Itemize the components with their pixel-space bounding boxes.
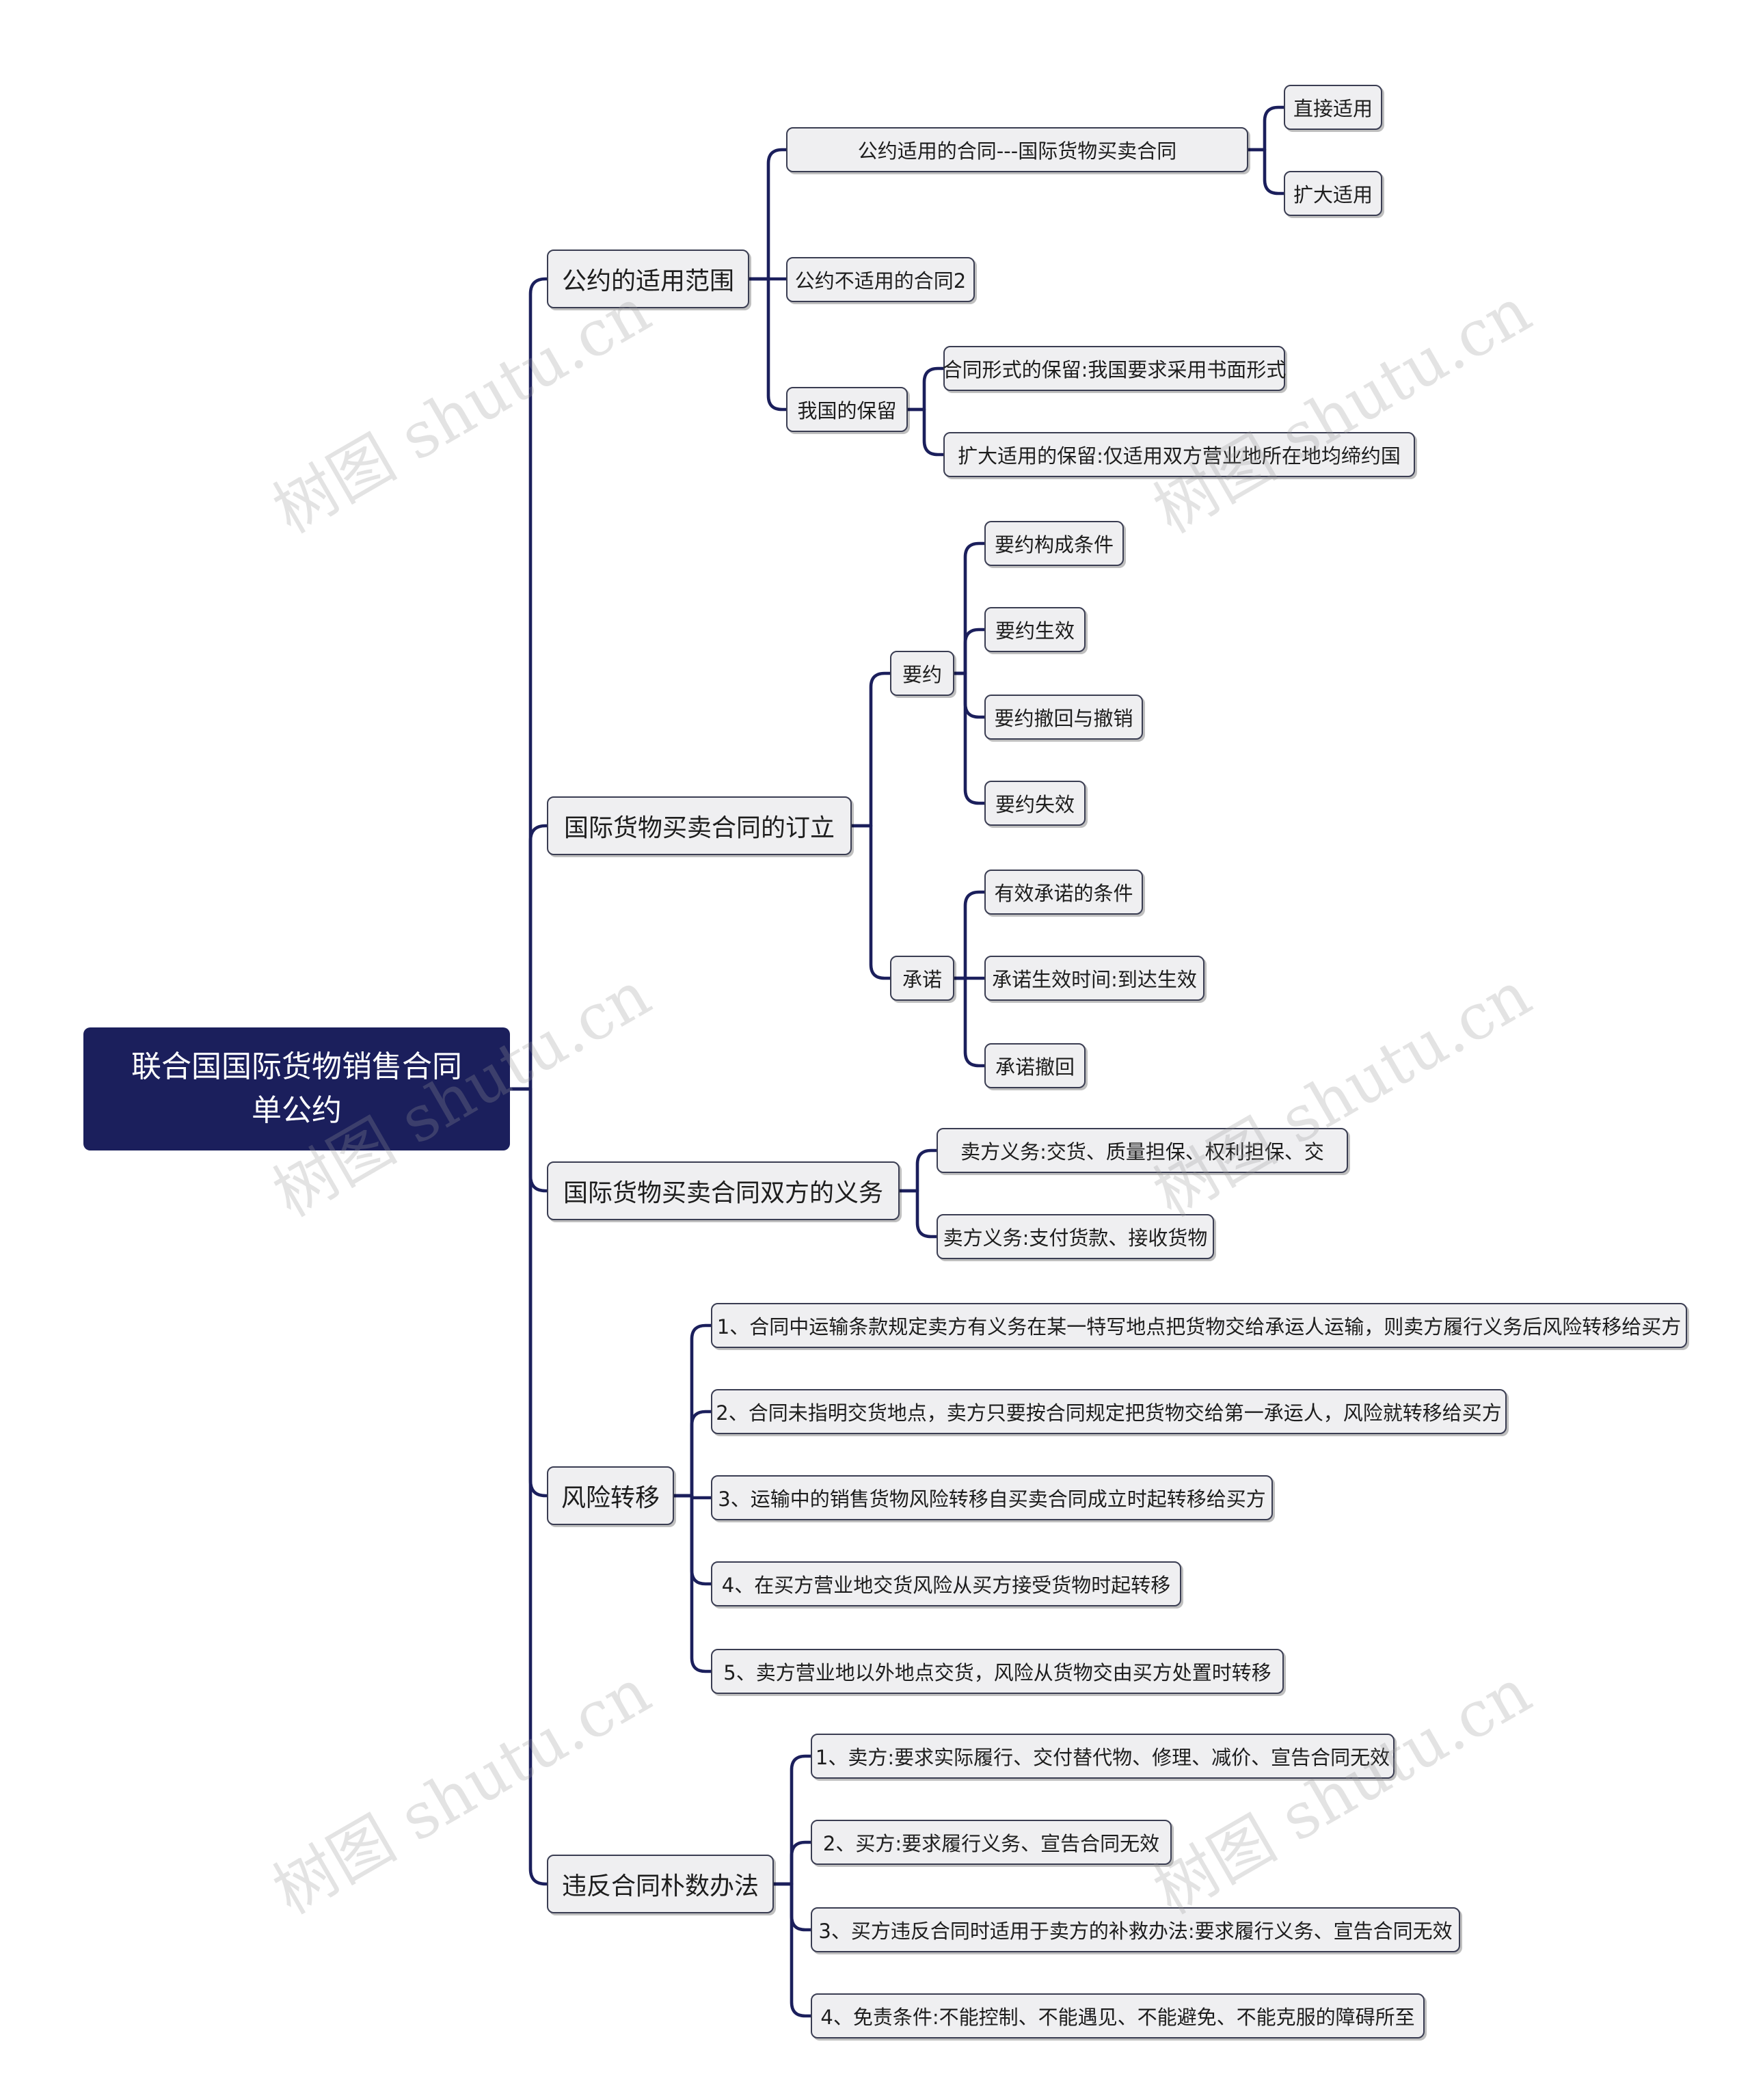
node-extended-apply[interactable]: 扩大适用 <box>1284 171 1382 216</box>
branch-remedies[interactable]: 违反合同朴数办法 <box>547 1855 774 1913</box>
connector-line <box>508 1087 549 1886</box>
node-remedy-3[interactable]: 3、买方违反合同时适用于卖方的补救办法:要求履行义务、宣告合同无效 <box>811 1907 1460 1952</box>
root-title-line-2: 单公约 <box>252 1093 342 1128</box>
node-label: 有效承诺的条件 <box>994 882 1133 905</box>
node-offer-lapse[interactable]: 要约失效 <box>984 781 1086 826</box>
node-extended-reservation[interactable]: 扩大适用的保留:仅适用双方营业地所在地均缔约国 <box>943 432 1415 477</box>
node-label: 卖方义务:交货、质量担保、权利担保、交 <box>960 1140 1324 1163</box>
node-offer[interactable]: 要约 <box>890 651 954 696</box>
branch-obligations-label: 国际货物买卖合同双方的义务 <box>563 1179 883 1207</box>
node-label: 合同形式的保留:我国要求采用书面形式 <box>942 358 1287 381</box>
node-label: 1、卖方:要求实际履行、交付替代物、修理、减价、宣告合同无效 <box>815 1746 1390 1769</box>
connector-line <box>850 824 892 980</box>
connector-line <box>1246 105 1286 152</box>
node-offer-effective[interactable]: 要约生效 <box>984 607 1086 652</box>
node-offer-conditions[interactable]: 要约构成条件 <box>984 521 1124 566</box>
node-label: 4、在买方营业地交货风险从买方接受货物时起转移 <box>721 1574 1171 1597</box>
node-remedy-2[interactable]: 2、买方:要求履行义务、宣告合同无效 <box>811 1820 1172 1865</box>
connector-line <box>747 277 788 412</box>
node-remedy-1[interactable]: 1、卖方:要求实际履行、交付替代物、修理、减价、宣告合同无效 <box>811 1734 1395 1779</box>
node-label: 承诺生效时间:到达生效 <box>992 968 1197 991</box>
connector-line <box>906 407 945 457</box>
branch-remedies-label: 违反合同朴数办法 <box>561 1872 759 1900</box>
connector-line <box>772 1754 813 1886</box>
connector-line <box>1246 148 1286 196</box>
node-acceptance-conditions[interactable]: 有效承诺的条件 <box>984 870 1143 915</box>
connector-line <box>772 1840 813 1886</box>
node-label: 3、运输中的销售货物风险转移自买卖合同成立时起转移给买方 <box>718 1488 1266 1511</box>
branch-scope-label: 公约的适用范围 <box>561 267 734 295</box>
node-label: 卖方义务:支付货款、接收货物 <box>943 1226 1208 1250</box>
node-label: 公约适用的合同---国际货物买卖合同 <box>857 139 1177 163</box>
connector-line <box>508 1087 549 1193</box>
node-not-applicable[interactable]: 公约不适用的合同2 <box>786 257 975 302</box>
node-label: 扩大适用的保留:仅适用双方营业地所在地均缔约国 <box>958 444 1401 468</box>
node-buyer-obligations[interactable]: 卖方义务:支付货款、接收货物 <box>937 1214 1214 1259</box>
branch-risk-transfer[interactable]: 风险转移 <box>547 1466 674 1525</box>
connector-line <box>906 366 945 412</box>
node-label: 1、合同中运输条款规定卖方有义务在某一特写地点把货物交给承运人运输，则卖方履行义… <box>716 1315 1682 1338</box>
node-label: 承诺撤回 <box>995 1055 1075 1079</box>
node-label: 要约撤回与撤销 <box>994 707 1133 730</box>
connector-line <box>898 1148 939 1193</box>
node-label: 要约生效 <box>995 619 1075 643</box>
node-label: 2、合同未指明交货地点，卖方只要按合同规定把货物交给第一承运人，风险就转移给买方 <box>716 1401 1502 1425</box>
node-china-reservation[interactable]: 我国的保留 <box>786 387 908 432</box>
node-offer-revoke[interactable]: 要约撤回与撤销 <box>984 695 1143 740</box>
branch-scope[interactable]: 公约的适用范围 <box>547 250 749 308</box>
node-label: 要约失效 <box>995 793 1075 816</box>
node-label: 5、卖方营业地以外地点交货，风险从货物交由买方处置时转移 <box>723 1661 1271 1684</box>
root-title-line-1: 联合国国际货物销售合同 <box>131 1049 462 1084</box>
node-label: 承诺 <box>902 968 942 991</box>
node-label: 扩大适用 <box>1293 183 1373 206</box>
node-seller-obligations[interactable]: 卖方义务:交货、质量担保、权利担保、交 <box>937 1128 1348 1173</box>
branch-formation[interactable]: 国际货物买卖合同的订立 <box>547 796 852 855</box>
connector-line <box>672 1410 713 1498</box>
branch-risk-transfer-label: 风险转移 <box>561 1484 660 1512</box>
node-direct-apply[interactable]: 直接适用 <box>1284 85 1382 130</box>
connector-line <box>508 277 549 1091</box>
node-acceptance-effective[interactable]: 承诺生效时间:到达生效 <box>984 956 1204 1001</box>
node-form-reservation[interactable]: 合同形式的保留:我国要求采用书面形式 <box>942 346 1287 391</box>
branch-obligations[interactable]: 国际货物买卖合同双方的义务 <box>547 1161 900 1220</box>
node-label: 要约构成条件 <box>994 533 1114 556</box>
connector-line <box>850 671 892 828</box>
node-risk-2[interactable]: 2、合同未指明交货地点，卖方只要按合同规定把货物交给第一承运人，风险就转移给买方 <box>711 1389 1507 1434</box>
node-label: 要约 <box>902 663 942 686</box>
branch-formation-label: 国际货物买卖合同的订立 <box>563 814 835 842</box>
connector-line <box>508 1087 549 1498</box>
node-remedy-4[interactable]: 4、免责条件:不能控制、不能遇见、不能避免、不能克服的障碍所至 <box>811 1993 1425 2038</box>
connector-line <box>952 890 986 980</box>
node-risk-5[interactable]: 5、卖方营业地以外地点交货，风险从货物交由买方处置时转移 <box>711 1649 1284 1694</box>
root-topic[interactable]: 联合国国际货物销售合同 单公约 <box>83 1027 510 1150</box>
connector-line <box>898 1189 939 1239</box>
node-label: 4、免责条件:不能控制、不能遇见、不能避免、不能克服的障碍所至 <box>820 2006 1415 2029</box>
node-risk-1[interactable]: 1、合同中运输条款规定卖方有义务在某一特写地点把货物交给承运人运输，则卖方履行义… <box>711 1303 1687 1348</box>
connector-line <box>952 541 986 675</box>
connector-line <box>952 671 986 719</box>
connector-line <box>952 628 986 675</box>
node-acceptance[interactable]: 承诺 <box>890 956 954 1001</box>
node-acceptance-withdraw[interactable]: 承诺撤回 <box>984 1043 1086 1088</box>
node-label: 2、买方:要求履行义务、宣告合同无效 <box>822 1832 1160 1855</box>
connector-line <box>772 1882 813 2018</box>
connector-line <box>508 824 549 1091</box>
node-risk-4[interactable]: 4、在买方营业地交货风险从买方接受货物时起转移 <box>711 1561 1181 1606</box>
connector-line <box>747 148 788 281</box>
node-label: 公约不适用的合同2 <box>794 269 967 293</box>
node-label: 我国的保留 <box>797 399 897 422</box>
node-label: 直接适用 <box>1293 97 1373 120</box>
node-risk-3[interactable]: 3、运输中的销售货物风险转移自买卖合同成立时起转移给买方 <box>711 1475 1273 1520</box>
connector-line <box>672 1323 713 1498</box>
node-label: 3、买方违反合同时适用于卖方的补救办法:要求履行义务、宣告合同无效 <box>818 1920 1453 1943</box>
connector-line <box>952 976 986 1068</box>
connector-line <box>672 1494 713 1673</box>
connector-line <box>952 671 986 805</box>
node-applicable-contract[interactable]: 公约适用的合同---国际货物买卖合同 <box>786 127 1248 172</box>
